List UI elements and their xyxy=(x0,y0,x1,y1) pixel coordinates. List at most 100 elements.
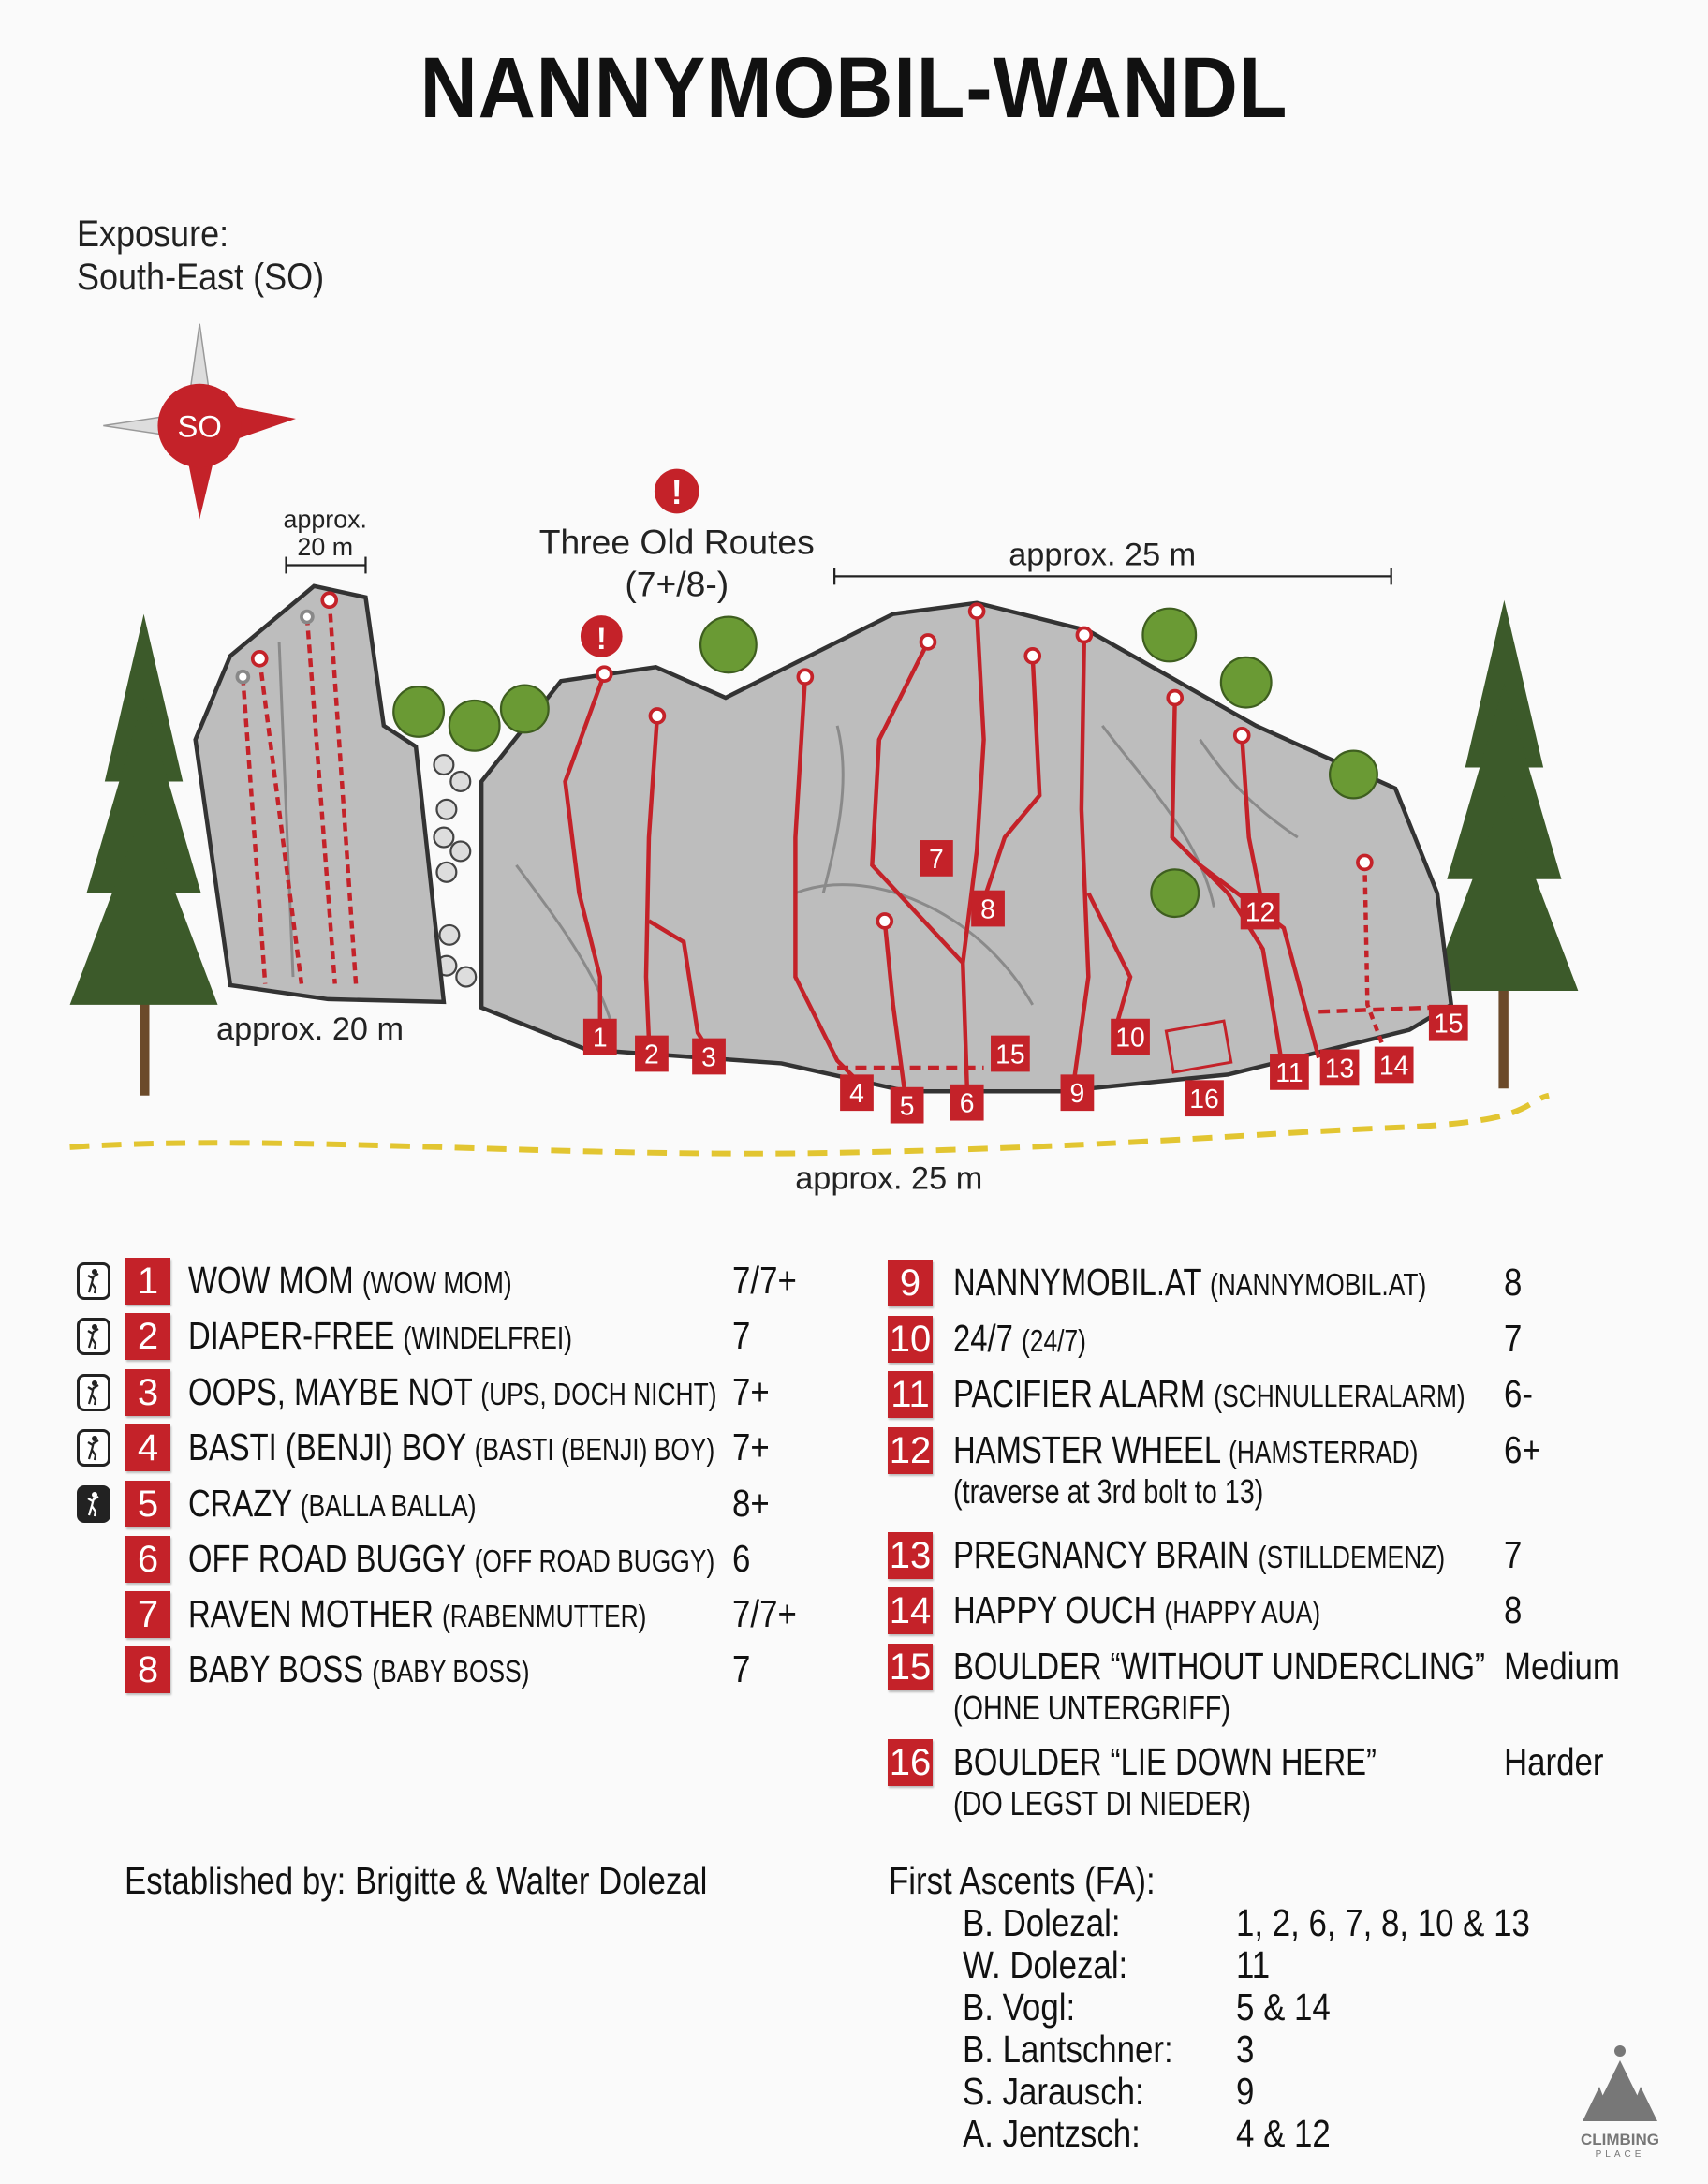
svg-text:4: 4 xyxy=(849,1078,864,1108)
topo-route-badge: 3 xyxy=(692,1038,726,1075)
route-name-en: BABY BOSS xyxy=(188,1647,364,1690)
old-routes-grade: (7+/8-) xyxy=(625,564,729,603)
svg-text:8: 8 xyxy=(980,893,995,923)
route-name-original: (BASTI (BENJI) BOY) xyxy=(474,1432,715,1467)
route-name-original: (BALLA BALLA) xyxy=(300,1488,477,1523)
fa-climber: B. Vogl: xyxy=(963,1985,1076,2029)
climbing-place-logo: CLIMBING PLACE xyxy=(1573,2032,1667,2163)
established-by: Established by: Brigitte & Walter Doleza… xyxy=(125,1859,708,1902)
topo-route-badge: 4 xyxy=(840,1074,874,1112)
route-name: PREGNANCY BRAIN (STILLDEMENZ) xyxy=(953,1533,1445,1577)
route-number-badge: 2 xyxy=(125,1313,170,1360)
svg-text:3: 3 xyxy=(701,1041,716,1071)
route-name-original: (SCHNULLERALARM) xyxy=(1214,1379,1465,1413)
route-grade: 7 xyxy=(1504,1317,1523,1360)
fa-climber: B. Dolezal: xyxy=(963,1901,1121,1944)
route-name: CRAZY (BALLA BALLA) xyxy=(188,1482,477,1526)
topo-route-badge: 13 xyxy=(1319,1049,1360,1086)
svg-text:14: 14 xyxy=(1379,1050,1408,1080)
route-number-badge: 16 xyxy=(888,1739,933,1786)
route-number-badge: 5 xyxy=(125,1481,170,1527)
warning-icon: ! xyxy=(580,615,623,657)
svg-text:12: 12 xyxy=(1245,896,1274,926)
fa-routes: 5 & 14 xyxy=(1236,1985,1331,2029)
tree-left-icon xyxy=(69,613,218,1096)
route-name-en: NANNYMOBIL.AT xyxy=(953,1261,1201,1304)
svg-text:15: 15 xyxy=(995,1039,1024,1069)
fa-climber: A. Jentzsch: xyxy=(963,2112,1141,2155)
topo-route-badge: 9 xyxy=(1060,1074,1095,1112)
route-name: BOULDER “LIE DOWN HERE” xyxy=(953,1740,1377,1784)
pillar-width-label-2: 20 m xyxy=(297,533,353,561)
svg-text:9: 9 xyxy=(1070,1078,1085,1108)
route-name: BOULDER “WITHOUT UNDERCLING” xyxy=(953,1645,1485,1689)
route-name-en: RAVEN MOTHER xyxy=(188,1592,434,1635)
route-grade: 7 xyxy=(1504,1533,1523,1576)
route-name-original: (WINDELFREI) xyxy=(403,1321,573,1355)
route-name-en: BOULDER “WITHOUT UNDERCLING” xyxy=(953,1645,1485,1688)
topo-route-badge: 10 xyxy=(1111,1018,1150,1055)
fa-climber: W. Dolezal: xyxy=(963,1943,1128,1986)
compass-icon: SO xyxy=(103,323,296,520)
route-number-badge: 12 xyxy=(888,1427,933,1474)
fa-climber: B. Lantschner: xyxy=(963,2028,1173,2071)
route-name-original: (UPS, DOCH NICHT) xyxy=(480,1377,717,1411)
route-name: OOPS, MAYBE NOT (UPS, DOCH NICHT) xyxy=(188,1370,717,1414)
route-name-en: PREGNANCY BRAIN xyxy=(953,1533,1250,1576)
boulder-16-outline xyxy=(1164,1019,1233,1074)
route-name: WOW MOM (WOW MOM) xyxy=(188,1259,512,1303)
topo-route-badge: 1 xyxy=(582,1018,617,1055)
route-number-badge: 6 xyxy=(125,1536,170,1583)
fa-climber: S. Jarausch: xyxy=(963,2070,1144,2113)
bushes xyxy=(392,607,1378,919)
route-name: OFF ROAD BUGGY (OFF ROAD BUGGY) xyxy=(188,1537,714,1581)
topo-route-badge: 7 xyxy=(920,840,953,877)
svg-text:13: 13 xyxy=(1325,1053,1354,1083)
fa-routes: 1, 2, 6, 7, 8, 10 & 13 xyxy=(1236,1901,1530,1944)
route-number-badge: 15 xyxy=(888,1644,933,1690)
route-name-en: WOW MOM xyxy=(188,1259,354,1302)
route-name-original: (BABY BOSS) xyxy=(372,1654,530,1689)
route-name-original: (RABENMUTTER) xyxy=(441,1599,647,1633)
route-name-en: 24/7 xyxy=(953,1317,1013,1360)
logo-name: CLIMBING xyxy=(1580,2131,1660,2148)
topo-route-badge: 11 xyxy=(1270,1054,1309,1090)
route-grade: 8+ xyxy=(732,1482,770,1525)
route-number-badge: 3 xyxy=(125,1369,170,1416)
route-name: BASTI (BENJI) BOY (BASTI (BENJI) BOY) xyxy=(188,1425,714,1469)
route-grade: 6 xyxy=(732,1537,751,1580)
route-name-original: (24/7) xyxy=(1021,1323,1086,1358)
rock-pillar xyxy=(193,583,447,1005)
route-number-badge: 8 xyxy=(125,1646,170,1693)
route-name-en: OFF ROAD BUGGY xyxy=(188,1537,466,1580)
route-grade: Medium xyxy=(1504,1645,1620,1688)
svg-text:1: 1 xyxy=(593,1023,608,1053)
route-grade: 7+ xyxy=(732,1370,770,1413)
compass-label: SO xyxy=(177,408,221,443)
svg-text:5: 5 xyxy=(900,1091,915,1121)
route-note: (DO LEGST DI NIEDER) xyxy=(953,1784,1251,1822)
fa-routes: 11 xyxy=(1236,1943,1271,1986)
route-lines xyxy=(241,599,1431,1089)
route-name: RAVEN MOTHER (RABENMUTTER) xyxy=(188,1592,646,1636)
topo-route-badge: 14 xyxy=(1374,1046,1414,1084)
route-name-original: (WOW MOM) xyxy=(361,1265,512,1300)
svg-text:6: 6 xyxy=(960,1088,975,1118)
route-number-badge: 7 xyxy=(125,1591,170,1638)
route-grade: 8 xyxy=(1504,1261,1523,1304)
page-title: NANNYMOBIL-WANDL xyxy=(420,40,1288,136)
overhang-climber-icon xyxy=(77,1485,110,1523)
route-name-original: (NANNYMOBIL.AT) xyxy=(1210,1267,1427,1302)
route-name: 24/7 (24/7) xyxy=(953,1317,1086,1361)
topo-route-badge: 15 xyxy=(1428,1004,1468,1041)
exposure-value: South-East (SO) xyxy=(77,257,325,298)
route-number-badge: 13 xyxy=(888,1532,933,1579)
svg-text:2: 2 xyxy=(644,1039,659,1069)
wall-width-top-label: approx. 25 m xyxy=(1009,537,1196,572)
exposure-label: Exposure: xyxy=(77,214,229,255)
route-grade: 7/7+ xyxy=(732,1259,797,1302)
svg-text:!: ! xyxy=(596,621,607,656)
route-grade: Harder xyxy=(1504,1740,1604,1783)
route-name-en: HAMSTER WHEEL xyxy=(953,1428,1220,1471)
route-name: NANNYMOBIL.AT (NANNYMOBIL.AT) xyxy=(953,1261,1426,1305)
